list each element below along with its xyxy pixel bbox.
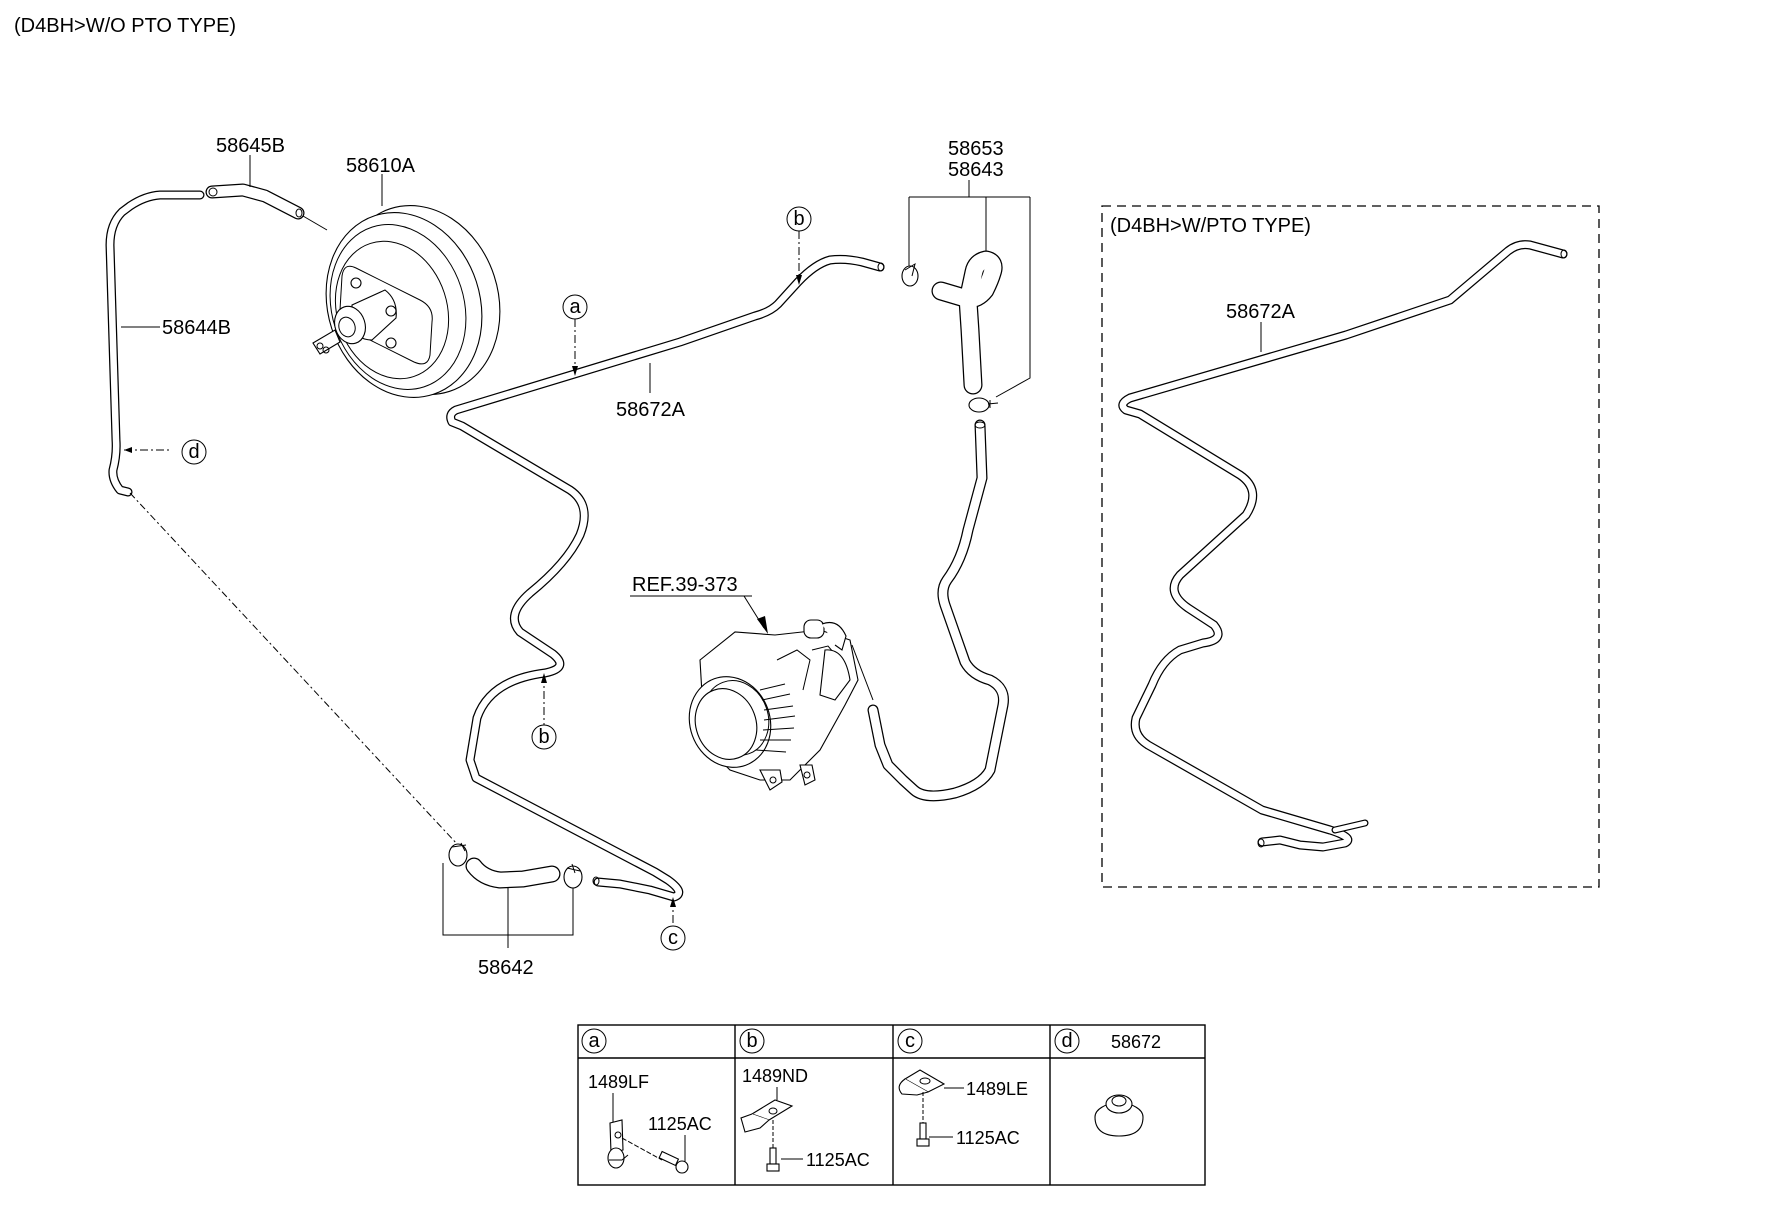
legend-a-part-2: 1125AC [648,1114,712,1134]
legend-table [577,1024,1206,1186]
bracket-58653-58643 [908,180,1031,398]
connection-line [302,215,328,231]
legend-a-part-1: 1489LF [588,1072,649,1092]
callout-c-circle[interactable] [660,925,686,951]
callout-b-mid: b [538,726,549,748]
inset-box [1101,205,1600,888]
legend-cell-d[interactable]: d 58672 [1054,1028,1161,1137]
label-58610a[interactable]: 58610A [346,155,416,177]
callout-a: a [569,296,581,318]
bolt-1125ac-icon [766,1147,780,1172]
hose-58642[interactable] [465,857,561,889]
label-58672a[interactable]: 58672A [616,399,686,421]
legend-key-a: a [588,1030,600,1052]
label-58644b[interactable]: 58644B [162,317,231,339]
bolt-1125ac-icon [916,1122,930,1147]
callout-d-circle[interactable] [181,439,207,465]
callout-b-top: b [793,208,804,230]
callout-c: c [668,927,678,949]
inset-title: (D4BH>W/PTO TYPE) [1110,215,1311,237]
hose-58644b[interactable] [105,190,205,497]
legend-d-header-part: 58672 [1111,1032,1161,1052]
legend-c-part-2: 1125AC [956,1128,1020,1148]
alternator-vacuum-pump[interactable] [677,619,859,791]
clamp-58642-right[interactable] [563,863,583,889]
legend-b-part-2: 1125AC [806,1150,870,1170]
inset-label-58672a[interactable]: 58672A [1226,301,1296,323]
connection-line [129,492,459,846]
legend-b-part-1: 1489ND [742,1066,808,1086]
label-58643[interactable]: 58643 [948,159,1004,181]
legend-cell-b[interactable]: b 1489ND 1125AC [739,1028,870,1172]
hose-58653[interactable] [931,250,1003,395]
label-58642[interactable]: 58642 [478,957,534,979]
brake-booster-58610a[interactable] [303,185,524,418]
label-58645b[interactable]: 58645B [216,135,285,157]
clamp-58643-upper[interactable] [901,262,919,287]
legend-c-part-1: 1489LE [966,1079,1028,1099]
label-ref[interactable]: REF.39-373 [632,574,738,596]
bracket-1489le-icon [898,1069,946,1096]
connection-line [851,644,874,701]
clamp-58643-lower[interactable] [968,397,999,413]
legend-key-c: c [905,1030,915,1052]
inset-tube-58672a[interactable] [1118,240,1568,852]
callout-d: d [188,441,199,463]
callout-b-mid-circle[interactable] [531,724,557,750]
hose-vacuum-line[interactable] [867,419,1009,802]
hose-58645b[interactable] [205,183,305,220]
clip-1489lf-icon [607,1119,629,1169]
legend-key-d: d [1061,1030,1072,1052]
bracket-1489nd-icon [740,1099,794,1133]
label-58653[interactable]: 58653 [948,138,1004,160]
legend-cell-a[interactable]: a 1489LF 1125AC [581,1028,712,1174]
grommet-58672-icon [1094,1094,1144,1137]
legend-cell-c[interactable]: c 1489LE 1125AC [897,1028,1028,1148]
legend-key-b: b [746,1030,757,1052]
page-title: (D4BH>W/O PTO TYPE) [14,15,236,37]
clamp-58642-left[interactable] [448,842,468,867]
bolt-1125ac-icon [658,1150,689,1174]
